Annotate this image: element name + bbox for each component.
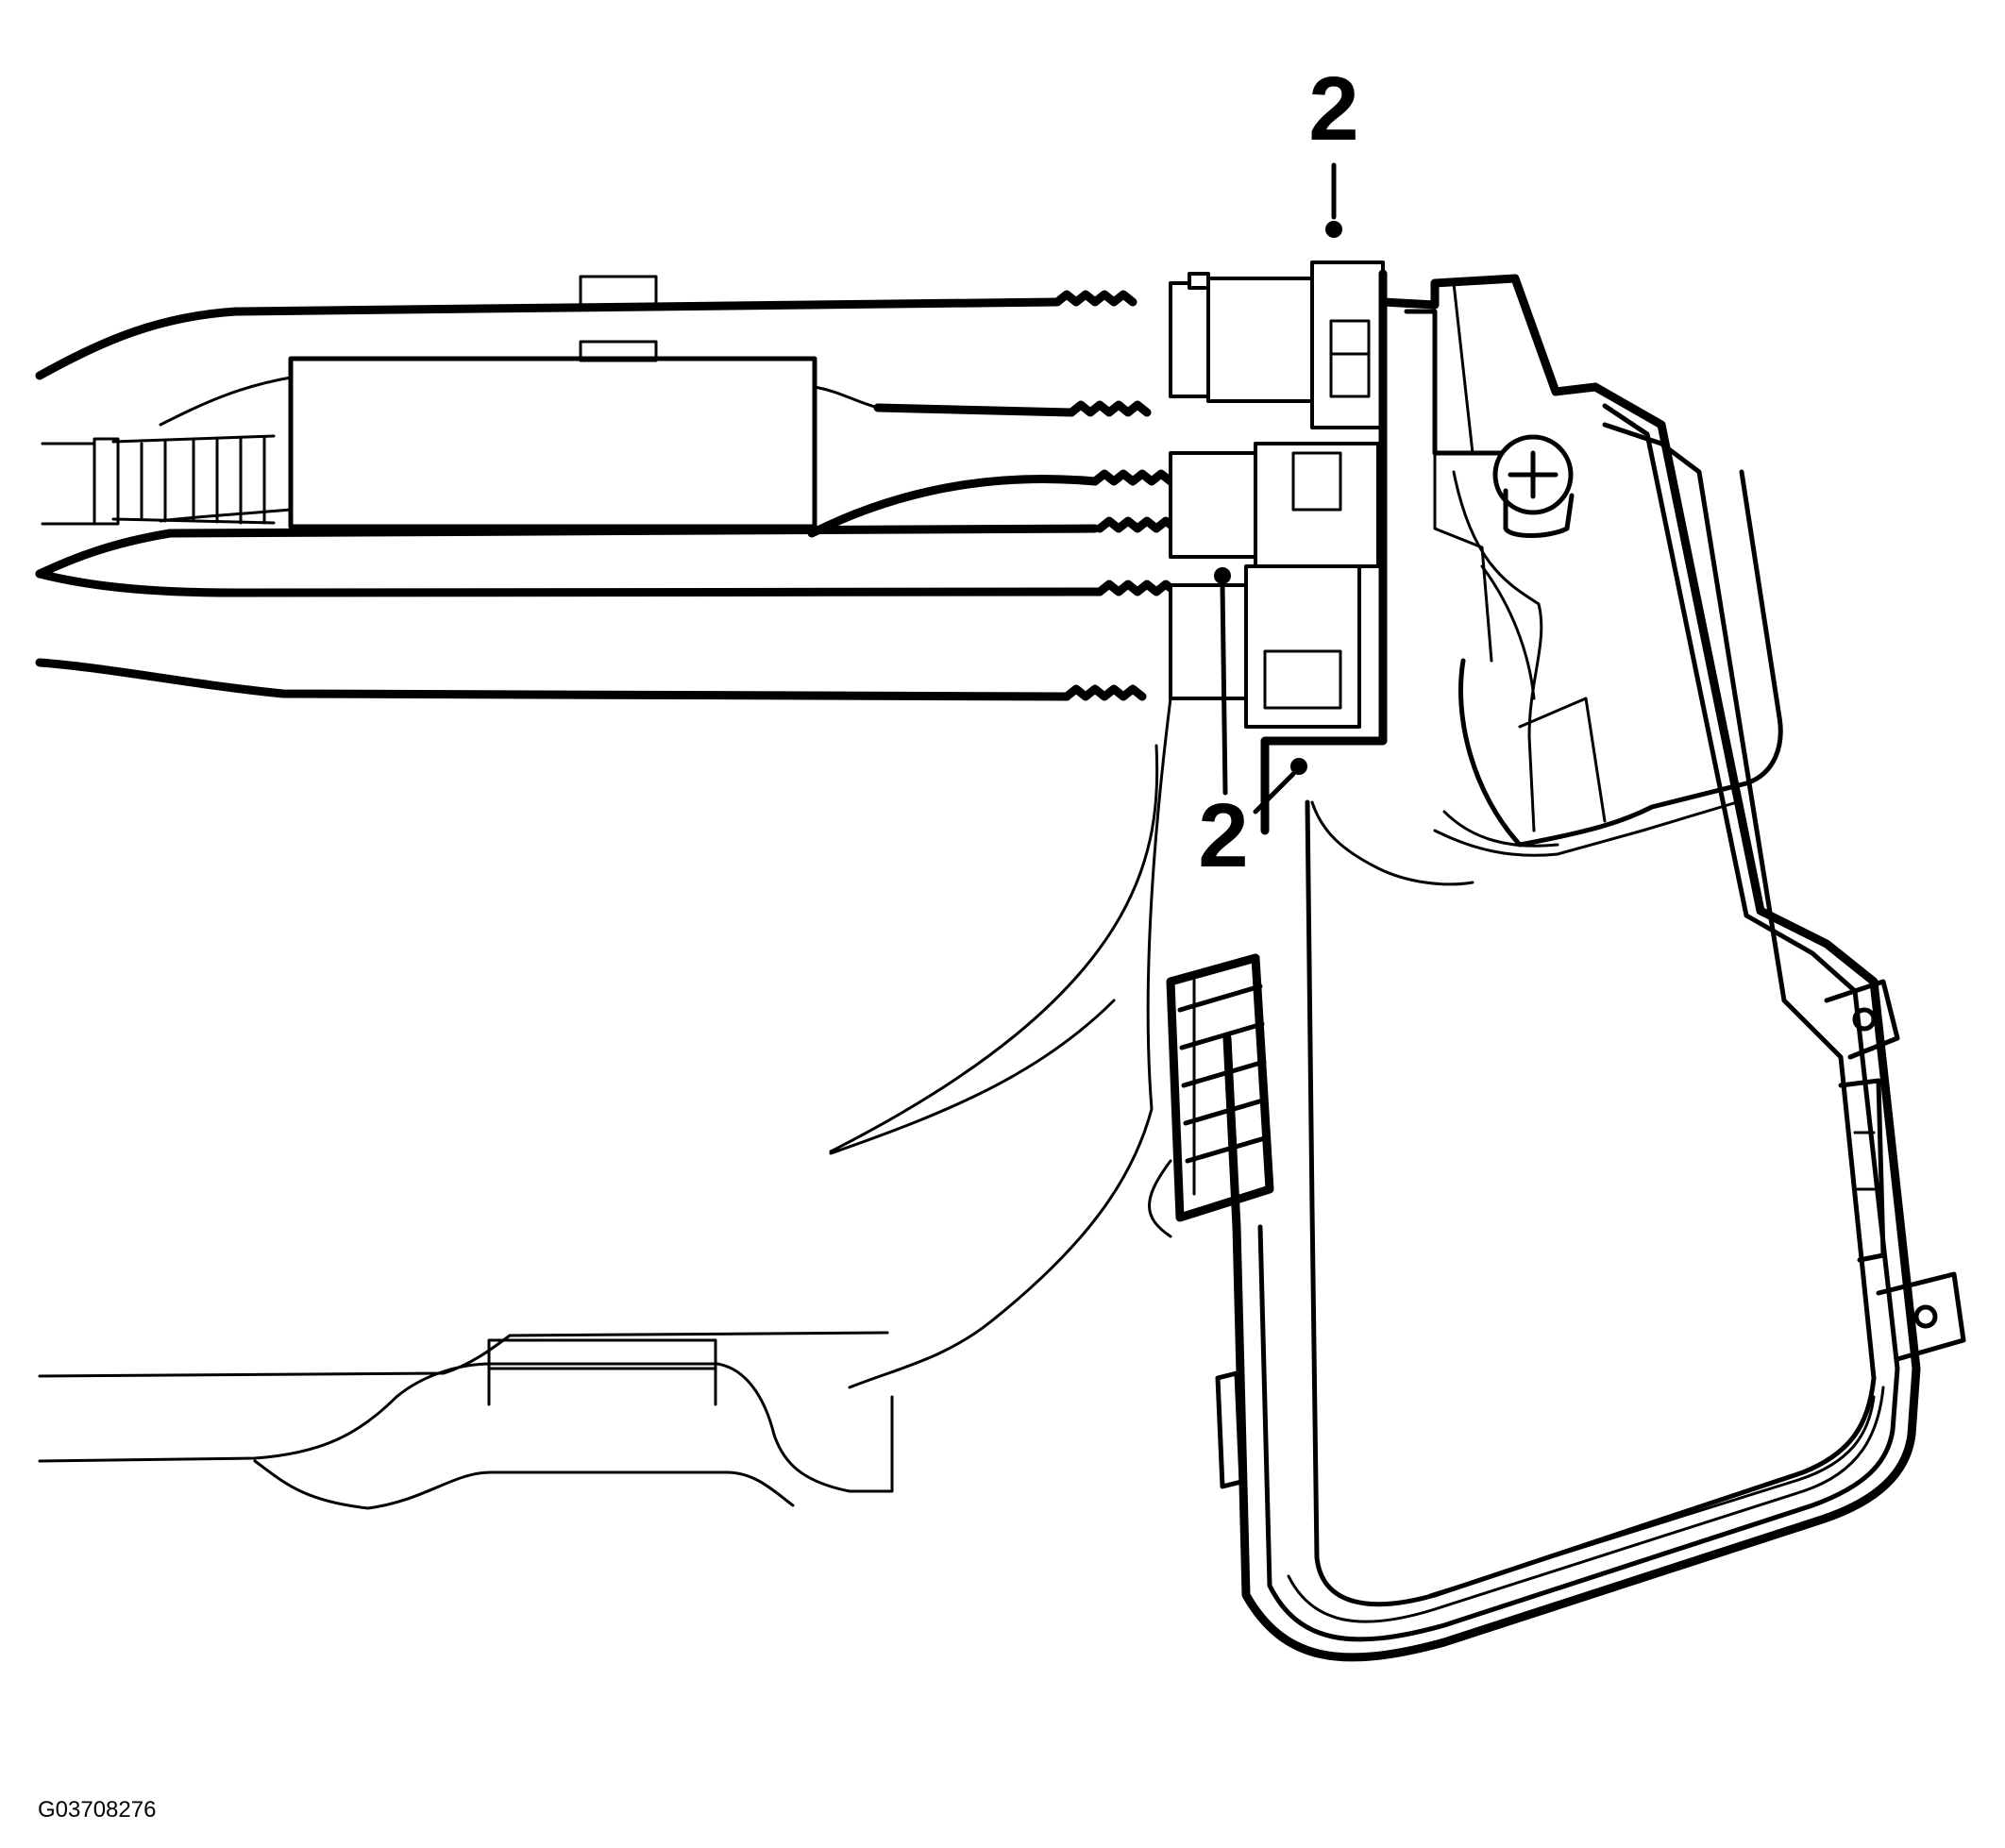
lower-fuel-pipe (35, 658, 1147, 701)
mounting-tab-lower (1876, 1271, 1966, 1362)
left-bracket (1215, 1370, 1244, 1489)
callout-label-bottom: 2 (1198, 785, 1248, 886)
upper-fuel-pipe (35, 275, 1152, 417)
middle-fuel-pipes (35, 469, 1180, 597)
filler-cap (1492, 434, 1575, 538)
connector-bracket (1260, 269, 1600, 835)
lower-quick-connector (1169, 564, 1361, 729)
inline-fuel-filter (41, 356, 880, 529)
middle-quick-connector (1169, 442, 1380, 568)
mounting-tab-upper (1824, 979, 1900, 1060)
heat-shield (1166, 953, 1274, 1222)
side-bracket (1838, 1078, 1886, 1263)
callout-top-marker (1325, 162, 1342, 238)
callout-bottom-marker-left (1214, 567, 1231, 796)
upper-quick-connector (1169, 260, 1385, 429)
figure-id: G03708276 (38, 1797, 156, 1823)
fuel-tank (1222, 382, 1921, 1662)
callout-label-top: 2 (1308, 59, 1358, 160)
vehicle-body-outline (38, 697, 1172, 1510)
callout-bottom-marker-right (1253, 758, 1307, 815)
